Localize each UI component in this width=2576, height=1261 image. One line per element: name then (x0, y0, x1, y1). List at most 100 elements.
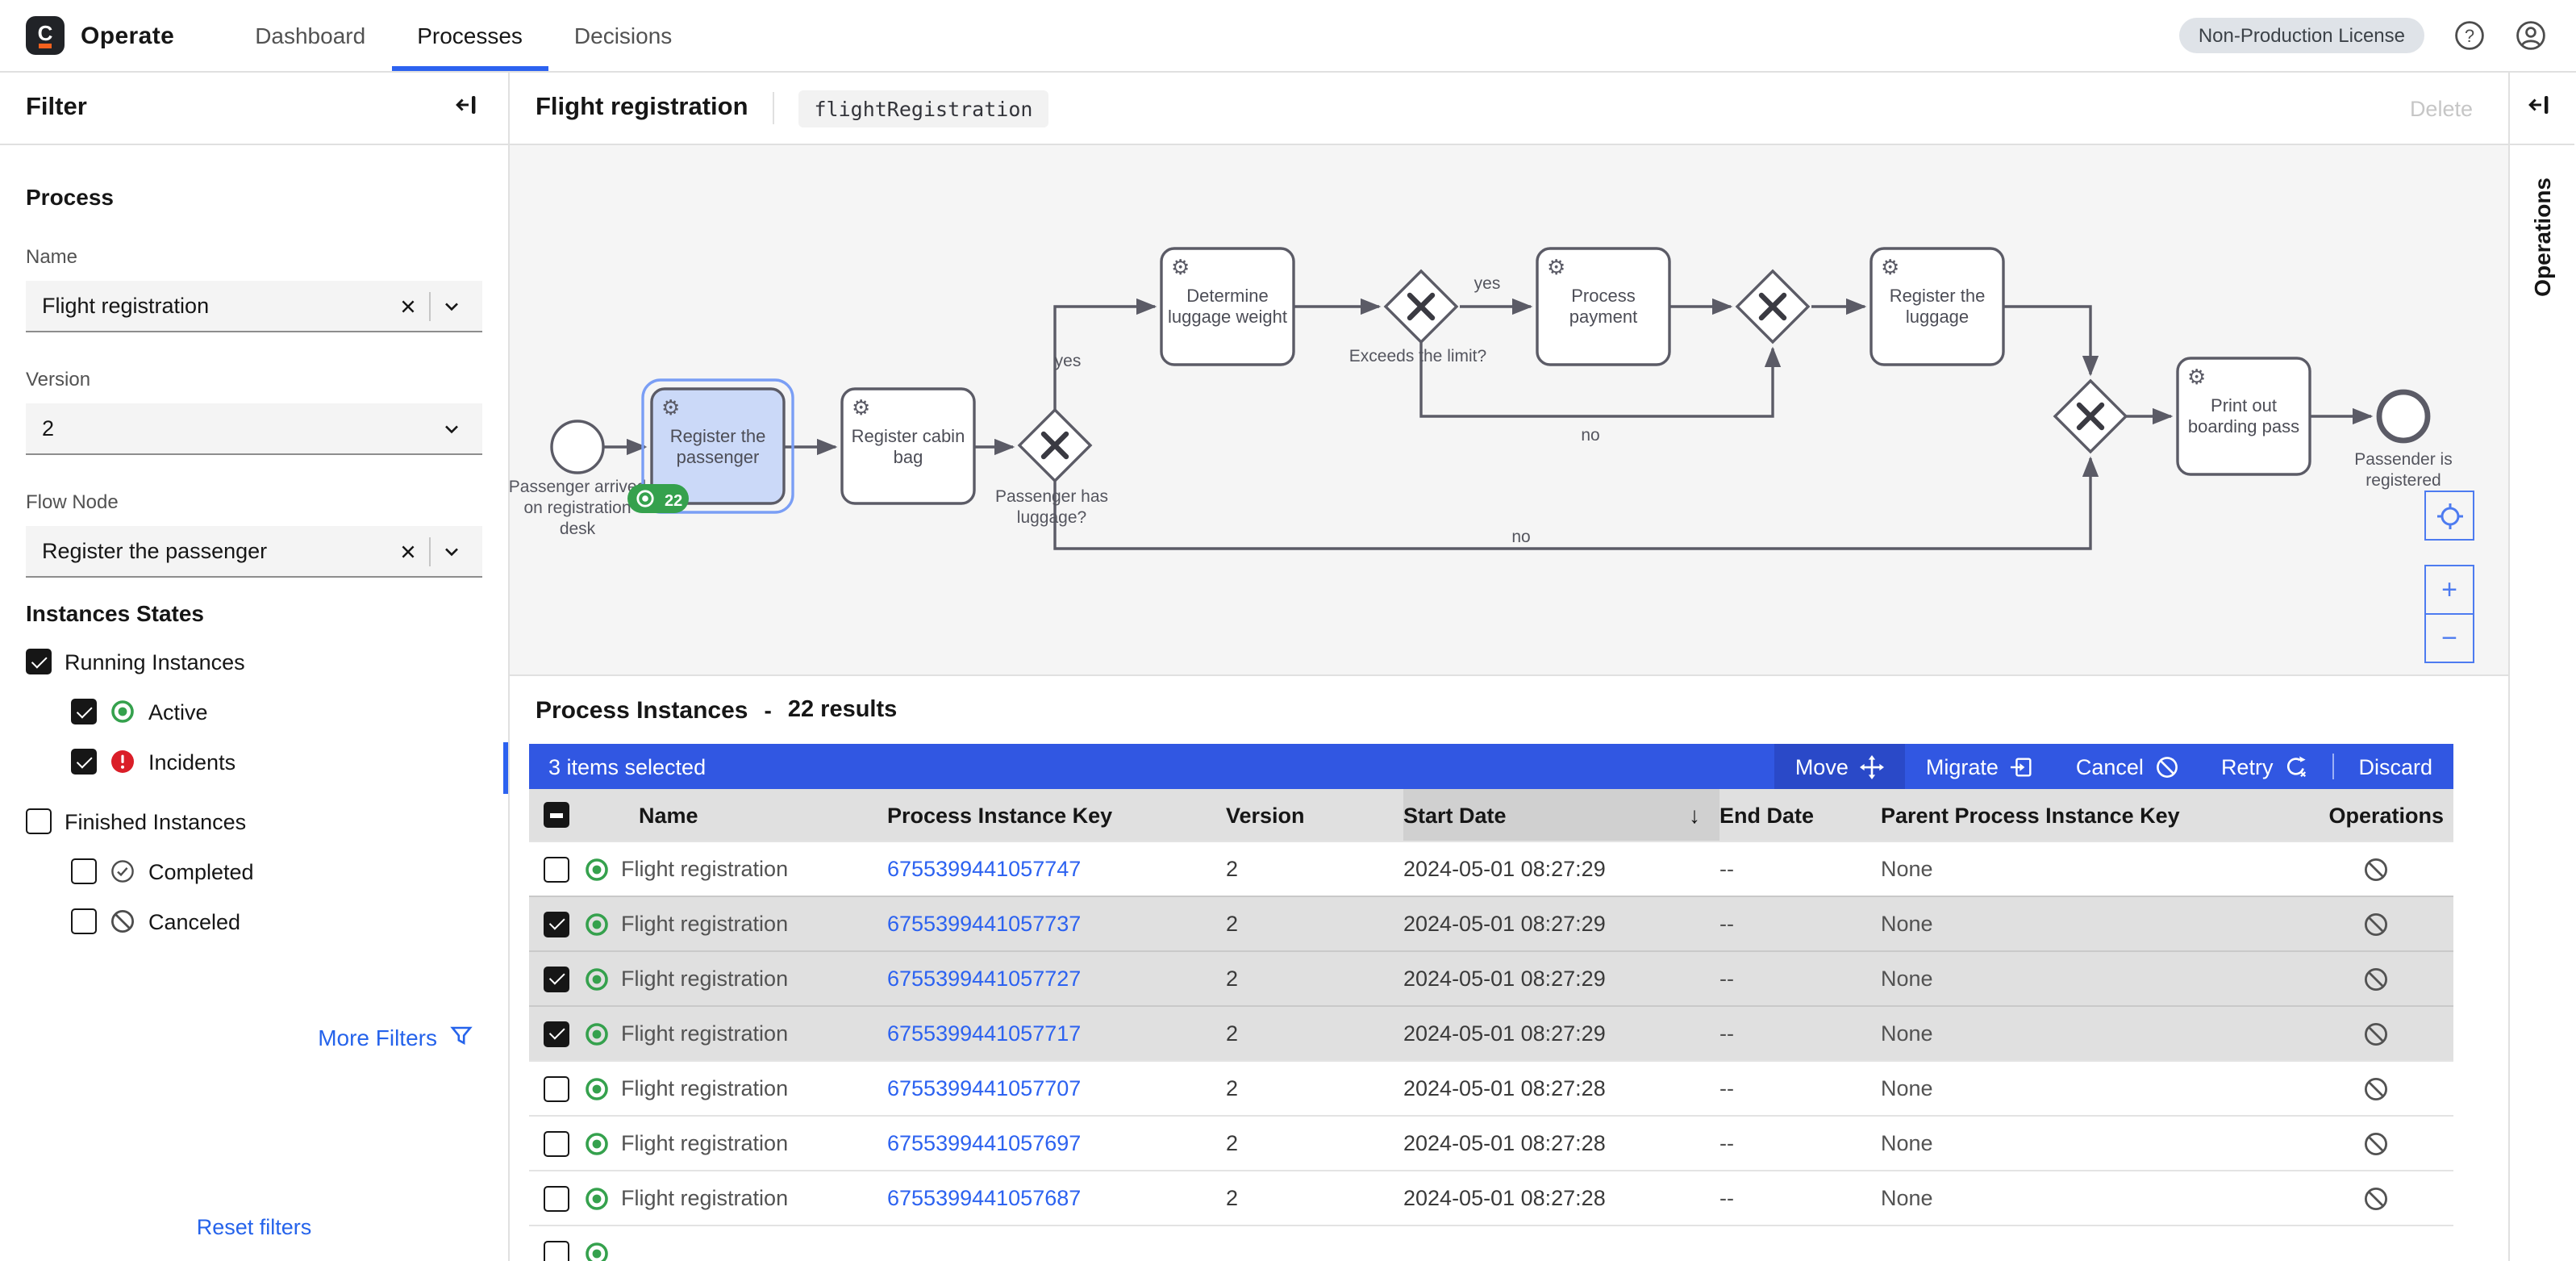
finished-instances-checkbox[interactable] (26, 808, 52, 834)
table-row[interactable]: Flight registration 6755399441057727 2 2… (529, 950, 2453, 1005)
start-event[interactable]: Passenger arrived on registration desk (510, 420, 646, 538)
col-end-date[interactable]: End Date (1719, 803, 1815, 827)
service-task-gear-icon: ⚙ (1547, 255, 1565, 279)
version-select[interactable]: 2 (26, 403, 482, 455)
cancel-button[interactable]: Cancel (2055, 744, 2200, 789)
cancel-operation-icon[interactable] (2363, 856, 2389, 882)
migrate-button[interactable]: Migrate (1905, 744, 2055, 789)
process-name-combobox[interactable]: Flight registration (26, 281, 482, 332)
canceled-checkbox[interactable] (71, 908, 97, 934)
task-print-boarding-pass[interactable]: ⚙ Print out boarding pass (2176, 357, 2311, 476)
sidebar-scrollbar-thumb[interactable] (503, 742, 508, 794)
task-register-passenger[interactable]: ⚙ Register the passenger 22 (627, 378, 794, 514)
end-event[interactable]: Passender is registered (2354, 389, 2453, 490)
svg-text:Determine: Determine (1186, 286, 1268, 306)
cancel-operation-icon[interactable] (2363, 1021, 2389, 1046)
process-instance-key-link[interactable]: 6755399441057687 (887, 1186, 1082, 1210)
task-determine-luggage-weight[interactable]: ⚙ Determine luggage weight (1160, 247, 1295, 366)
cancel-operation-icon[interactable] (2363, 1075, 2389, 1101)
col-start-date[interactable]: Start Date ↓ (1403, 789, 1719, 841)
delete-button[interactable]: Delete (2409, 96, 2473, 120)
row-checkbox[interactable] (544, 1185, 569, 1211)
operations-rail-body[interactable]: Operations (2510, 145, 2574, 297)
discard-button[interactable]: Discard (2358, 754, 2432, 779)
tab-dashboard[interactable]: Dashboard (255, 23, 366, 48)
task-register-cabin-bag[interactable]: ⚙ Register cabin bag (840, 387, 976, 505)
select-all-checkbox[interactable] (544, 802, 569, 828)
chevron-down-icon[interactable] (434, 411, 469, 446)
col-parent-process-instance-key[interactable]: Parent Process Instance Key (1881, 803, 2180, 827)
gateway-exceeds-limit[interactable]: Exceeds the limit? (1349, 269, 1486, 365)
running-instances-checkbox[interactable] (26, 649, 52, 674)
task-register-luggage[interactable]: ⚙ Register the luggage (1869, 247, 2005, 366)
zoom-out-button[interactable]: − (2424, 613, 2474, 663)
gateway-passenger-has-luggage[interactable]: Passenger has luggage? (995, 407, 1108, 527)
svg-text:Passenger has: Passenger has (995, 487, 1108, 506)
col-process-instance-key[interactable]: Process Instance Key (887, 803, 1113, 827)
filter-state-incidents[interactable]: Incidents (26, 747, 482, 776)
logo-letter: C (37, 21, 53, 45)
task-process-payment[interactable]: ⚙ Process payment (1536, 247, 1671, 366)
clear-icon[interactable] (390, 533, 426, 569)
completed-checkbox[interactable] (71, 858, 97, 884)
cancel-operation-icon[interactable] (2363, 1130, 2389, 1156)
camunda-logo[interactable]: C (26, 16, 65, 55)
filter-funnel-icon (450, 1025, 476, 1050)
reset-filters-link[interactable]: Reset filters (196, 1214, 312, 1238)
table-row[interactable]: Flight registration 6755399441057687 2 2… (529, 1170, 2453, 1225)
flow-node-combobox[interactable]: Register the passenger (26, 526, 482, 578)
row-checkbox[interactable] (544, 966, 569, 992)
process-instance-key-link[interactable]: 6755399441057717 (887, 1021, 1082, 1046)
process-instance-key-link[interactable]: 6755399441057747 (887, 857, 1082, 881)
filter-state-active[interactable]: Active (26, 697, 482, 726)
incidents-checkbox[interactable] (71, 749, 97, 775)
tab-processes[interactable]: Processes (391, 0, 549, 71)
row-checkbox[interactable] (544, 856, 569, 882)
service-task-gear-icon: ⚙ (2187, 365, 2206, 389)
filter-state-running[interactable]: Running Instances (26, 647, 482, 676)
collapse-panel-icon[interactable] (453, 92, 486, 124)
table-row[interactable]: Flight registration 6755399441057707 2 2… (529, 1060, 2453, 1115)
cancel-operation-icon[interactable] (2363, 1185, 2389, 1211)
brand: C Operate (0, 0, 202, 71)
row-checkbox[interactable] (544, 1075, 569, 1101)
chevron-down-icon[interactable] (434, 533, 469, 569)
version-label: Version (26, 368, 91, 390)
cancel-operation-icon[interactable] (2363, 966, 2389, 992)
gateway-join-luggage[interactable] (2053, 378, 2128, 454)
more-filters-button[interactable]: More Filters (318, 1025, 476, 1050)
table-row[interactable]: Flight registration 6755399441057697 2 2… (529, 1115, 2453, 1170)
row-checkbox[interactable] (544, 1021, 569, 1046)
table-row-partial[interactable] (529, 1225, 2453, 1261)
user-icon[interactable] (2515, 19, 2547, 52)
zoom-in-button[interactable]: + (2424, 565, 2474, 615)
col-version[interactable]: Version (1226, 803, 1305, 827)
instance-parent-key: None (1881, 967, 1933, 991)
process-instance-key-link[interactable]: 6755399441057727 (887, 967, 1082, 991)
table-row[interactable]: Flight registration 6755399441057747 2 2… (529, 841, 2453, 896)
row-checkbox[interactable] (544, 1130, 569, 1156)
process-instance-key-link[interactable]: 6755399441057697 (887, 1131, 1082, 1155)
retry-button[interactable]: Retry (2200, 744, 2330, 789)
move-button[interactable]: Move (1774, 744, 1905, 789)
expand-panel-icon[interactable] (2526, 92, 2558, 124)
process-instance-key-link[interactable]: 6755399441057707 (887, 1076, 1082, 1100)
clear-icon[interactable] (390, 288, 426, 324)
help-icon[interactable]: ? (2453, 19, 2486, 52)
chevron-down-icon[interactable] (434, 288, 469, 324)
filter-state-finished[interactable]: Finished Instances (26, 807, 482, 836)
table-row[interactable]: Flight registration 6755399441057737 2 2… (529, 896, 2453, 950)
filter-state-canceled[interactable]: Canceled (26, 907, 482, 936)
row-checkbox[interactable] (544, 911, 569, 937)
cancel-operation-icon[interactable] (2363, 911, 2389, 937)
row-checkbox[interactable] (544, 1240, 569, 1261)
tab-decisions[interactable]: Decisions (573, 23, 673, 48)
active-checkbox[interactable] (71, 699, 97, 724)
reset-view-button[interactable] (2424, 491, 2474, 541)
process-name-value: Flight registration (42, 294, 210, 318)
table-row[interactable]: Flight registration 6755399441057717 2 2… (529, 1005, 2453, 1060)
col-name[interactable]: Name (639, 803, 698, 827)
gateway-join-payment[interactable] (1735, 269, 1811, 344)
filter-state-completed[interactable]: Completed (26, 857, 482, 886)
process-instance-key-link[interactable]: 6755399441057737 (887, 912, 1082, 936)
